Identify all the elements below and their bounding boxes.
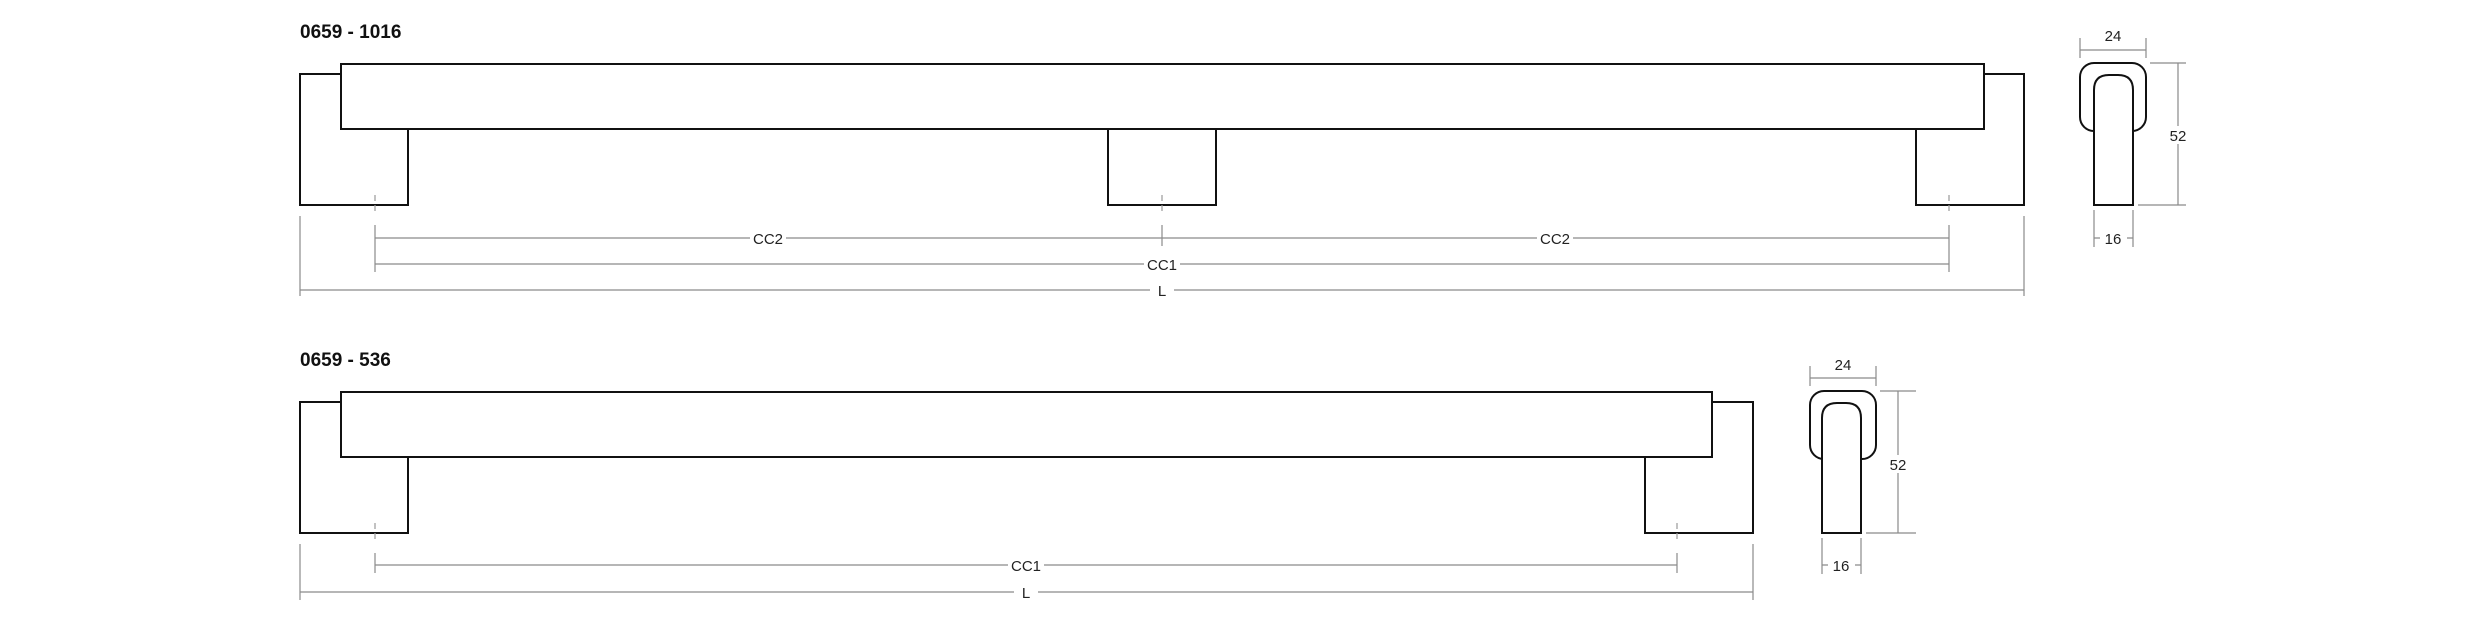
profile-view-536: 24 52 16 — [1809, 357, 1916, 575]
length-label: L — [1158, 283, 1166, 300]
cc2-label-right: CC2 — [1540, 231, 1570, 248]
cc1-label: CC1 — [1147, 257, 1177, 274]
profile-inner — [1821, 402, 1862, 534]
cc1-label: CC1 — [1011, 558, 1041, 575]
drawing-0659-1016: 0659 - 1016 CC2 CC2 CC1 L — [299, 22, 2192, 300]
profile-inner — [2093, 74, 2134, 206]
profile-view-1016: 24 52 16 — [2079, 28, 2192, 248]
handle-bar — [340, 63, 1985, 130]
middle-post — [1107, 125, 1217, 206]
cc2-label-left: CC2 — [753, 231, 783, 248]
profile-width-label: 24 — [2105, 28, 2122, 45]
profile-base-label: 16 — [2105, 231, 2122, 248]
length-label: L — [1022, 585, 1030, 602]
handle-bar — [340, 391, 1713, 458]
drawing-0659-536: 0659 - 536 CC1 L 24 — [299, 350, 1916, 602]
profile-width-label: 24 — [1835, 357, 1852, 374]
profile-height-label: 52 — [1890, 457, 1907, 474]
model-title-536: 0659 - 536 — [300, 350, 391, 371]
profile-height-label: 52 — [2170, 128, 2187, 145]
profile-base-label: 16 — [1833, 558, 1850, 575]
model-title-1016: 0659 - 1016 — [300, 22, 401, 43]
